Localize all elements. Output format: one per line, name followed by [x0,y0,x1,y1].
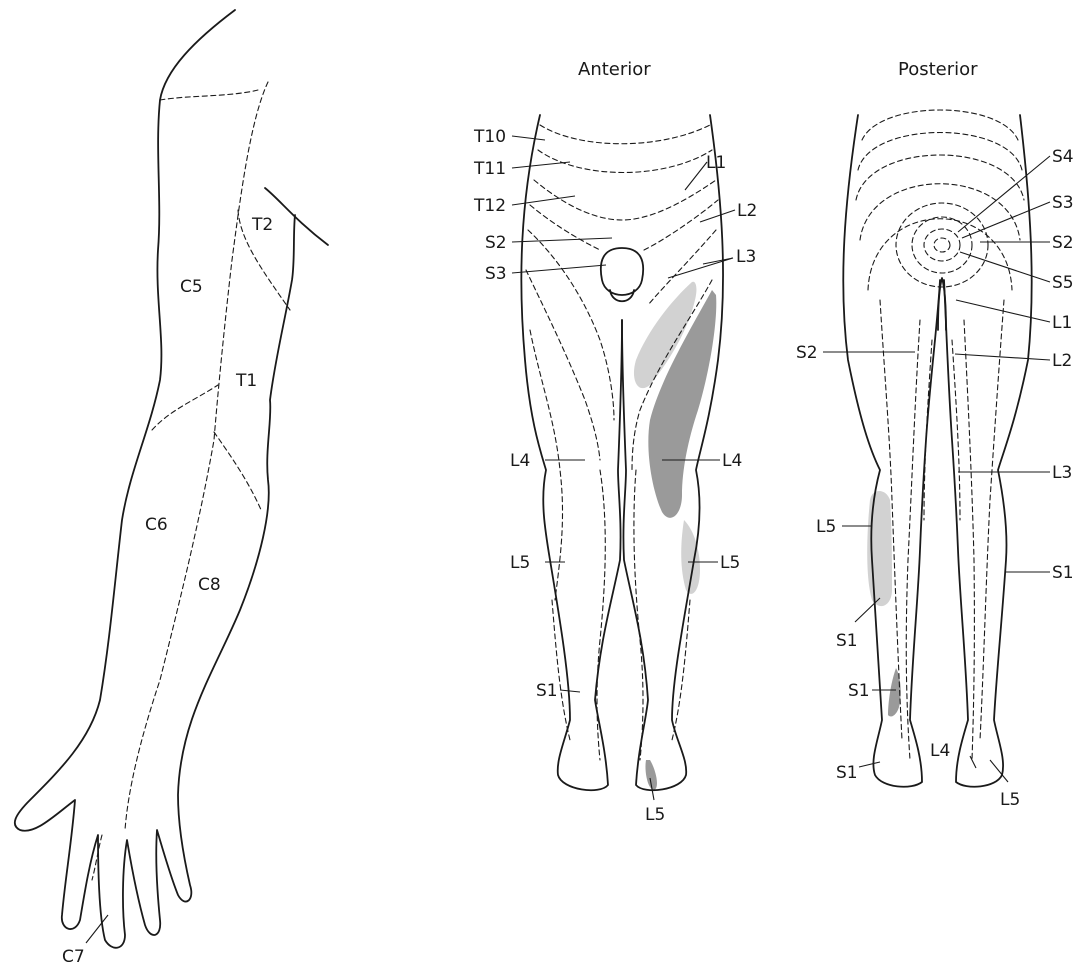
posterior-label-s1-calf: S1 [836,631,858,651]
posterior-drawing: Posterior S4 S3 S2 S [796,59,1074,810]
anterior-label-s3: S3 [485,264,507,284]
arm-label-c6: C6 [145,515,168,535]
anterior-label-t12: T12 [473,196,506,216]
arm-label-t1: T1 [235,371,257,391]
arm-outline [15,10,295,948]
posterior-title: Posterior [898,59,978,80]
anterior-label-s1: S1 [536,681,558,701]
posterior-label-l5-left: L5 [816,517,836,537]
posterior-label-s5: S5 [1052,273,1074,293]
anterior-label-l3: L3 [736,247,756,267]
arm-axis-dash [125,82,268,830]
anterior-dash-l1 [530,200,718,250]
anterior-genital [601,248,643,301]
posterior-dash-right-a [964,320,974,760]
anterior-label-l5-left: L5 [510,553,530,573]
arm-label-c5: C5 [180,277,203,297]
posterior-sacral-rings [856,110,1024,290]
posterior-dash-left-b [906,320,920,760]
arm-t1-dash [214,432,262,512]
arm-label-t2: T2 [251,215,273,235]
anterior-dash-t10 [540,125,710,144]
anterior-label-l5-right: L5 [720,553,740,573]
posterior-label-s1-foot: S1 [836,763,858,783]
anterior-label-l1: L1 [706,153,726,173]
anterior-drawing: Anterior T10 T11 T12 S2 S3 L1 L2 [473,59,757,825]
posterior-label-s3: S3 [1052,193,1074,213]
anterior-label-t11: T11 [473,159,506,179]
anterior-dash-l3-left [526,270,600,460]
arm-finger-dash [92,835,102,880]
anterior-label-l4-right: L4 [722,451,742,471]
anterior-label-s2: S2 [485,233,507,253]
arm-label-c7: C7 [62,947,85,967]
arm-c5-dash [152,385,218,430]
anterior-label-t10: T10 [473,127,506,147]
posterior-label-s2-top: S2 [1052,233,1074,253]
posterior-label-s4: S4 [1052,147,1074,167]
anterior-label-l5-toe: L5 [645,805,665,825]
arm-shoulder-dash [160,90,258,100]
anterior-label-l2: L2 [737,201,757,221]
arm-label-c8: C8 [198,575,221,595]
anterior-title: Anterior [578,59,651,80]
anterior-dash-foot-right [672,600,690,740]
posterior-label-s2-mid: S2 [796,343,818,363]
posterior-label-l4: L4 [930,741,950,761]
arm-chest-line [265,188,328,245]
posterior-label-s1-heel: S1 [848,681,870,701]
posterior-label-l2: L2 [1052,351,1072,371]
arm-drawing: C5 T2 T1 C6 C8 C7 [15,10,328,967]
posterior-right-outline [944,115,1032,787]
posterior-label-l5-foot: L5 [1000,790,1020,810]
anterior-label-l4-left: L4 [510,451,530,471]
posterior-label-l3: L3 [1052,463,1072,483]
anterior-dash-l4-left [530,330,563,600]
posterior-label-l1: L1 [1052,313,1072,333]
posterior-label-s1-right: S1 [1052,563,1074,583]
anterior-dash-t11 [538,150,712,173]
posterior-dash-right-b [980,300,1004,740]
anterior-dash-l2-left [528,230,614,420]
